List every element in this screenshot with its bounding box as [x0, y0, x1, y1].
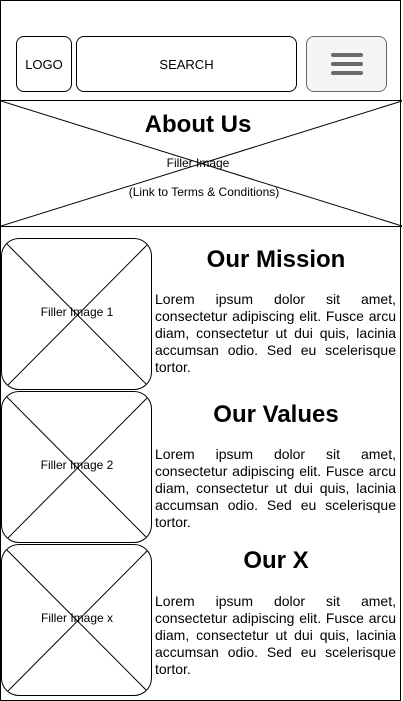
page-title: About Us — [144, 111, 252, 138]
values-image-label: Filler Image 2 — [40, 458, 114, 472]
mission-image-label: Filler Image 1 — [40, 305, 114, 319]
search-label: SEARCH — [159, 56, 214, 72]
header: LOGO SEARCH — [1, 1, 402, 101]
logo[interactable]: LOGO — [16, 36, 72, 92]
placeholder-cross — [2, 545, 151, 695]
x-section: Filler Image x Our X Lorem ipsum dolor s… — [1, 544, 402, 696]
hero-banner: About Us Filler Image (Link to Terms & C… — [1, 101, 402, 227]
mission-image: Filler Image 1 — [1, 238, 152, 390]
mission-section: Filler Image 1 Our Mission Lorem ipsum d… — [1, 238, 402, 390]
logo-label: LOGO — [25, 56, 63, 72]
hero-image-label: Filler Image — [166, 156, 230, 170]
placeholder-cross — [2, 239, 151, 389]
values-image: Filler Image 2 — [1, 391, 152, 543]
x-image: Filler Image x — [1, 544, 152, 696]
mission-title: Our Mission — [206, 246, 346, 273]
values-section: Filler Image 2 Our Values Lorem ipsum do… — [1, 391, 402, 543]
x-title: Our X — [243, 547, 309, 574]
x-image-label: Filler Image x — [40, 611, 114, 625]
terms-link[interactable]: (Link to Terms & Conditions) — [128, 185, 280, 199]
search-bar[interactable]: SEARCH — [76, 36, 297, 92]
hamburger-menu-icon — [330, 53, 363, 75]
mission-body: Lorem ipsum dolor sit amet, consectetur … — [155, 291, 396, 375]
menu-button[interactable] — [306, 36, 387, 92]
x-body: Lorem ipsum dolor sit amet, consectetur … — [155, 593, 396, 677]
hero-placeholder-image — [1, 101, 402, 226]
values-body: Lorem ipsum dolor sit amet, consectetur … — [155, 446, 396, 530]
placeholder-cross — [2, 392, 151, 542]
values-title: Our Values — [213, 401, 339, 428]
